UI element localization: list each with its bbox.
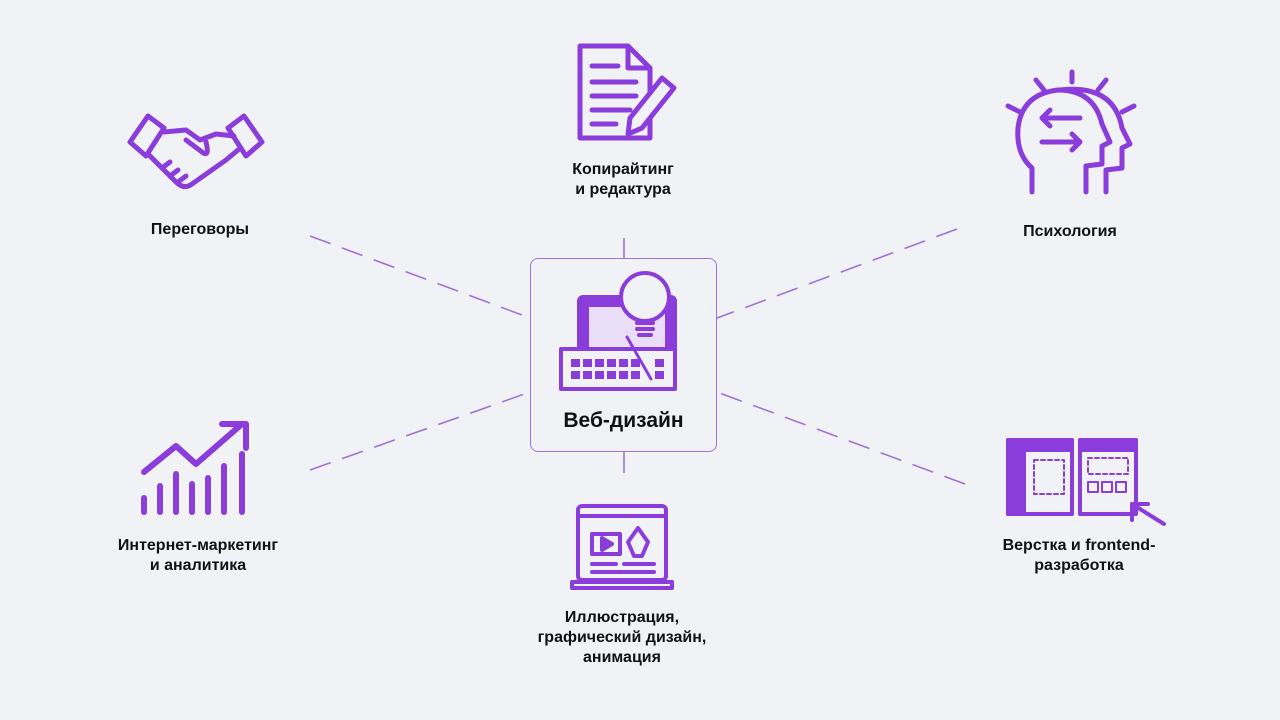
marketing-line1: Интернет-маркетинг [117,537,279,554]
connector-psychology [716,228,958,319]
copywriting-label: Копирайтинг и редактура [538,160,708,200]
document-pen-icon [577,43,677,141]
marketing-line2: и аналитика [149,557,247,574]
layout-wireframe-icon [1006,438,1166,526]
illustration-line2: графический дизайн, [537,629,707,646]
center-label: Веб-дизайн [563,409,684,432]
frontend-line1: Верстка и frontend- [1002,537,1156,554]
illustration-line3: анимация [583,649,661,666]
negotiations-text: Переговоры [150,221,250,238]
negotiations-label: Переговоры [130,220,270,240]
frontend-line2: разработка [1034,557,1124,574]
growth-chart-icon [141,421,249,515]
copywriting-line1: Копирайтинг [572,161,674,178]
center-node: Веб-дизайн [530,258,717,452]
psychology-text: Психология [1023,223,1117,240]
laptop-design-icon [570,504,674,590]
connector-frontend [716,391,966,485]
frontend-label: Верстка и frontend- разработка [984,536,1174,576]
connector-marketing [309,391,531,471]
connector-negotiations [309,235,531,319]
copywriting-line2: и редактура [575,181,671,198]
web-design-icon [559,271,677,391]
psychology-label: Психология [1000,222,1140,242]
illustration-label: Иллюстрация, графический дизайн, анимаци… [522,608,722,668]
marketing-label: Интернет-маркетинг и аналитика [100,536,296,576]
psychology-heads-icon [1005,69,1137,195]
handshake-icon [127,113,265,190]
illustration-line1: Иллюстрация, [564,609,680,626]
